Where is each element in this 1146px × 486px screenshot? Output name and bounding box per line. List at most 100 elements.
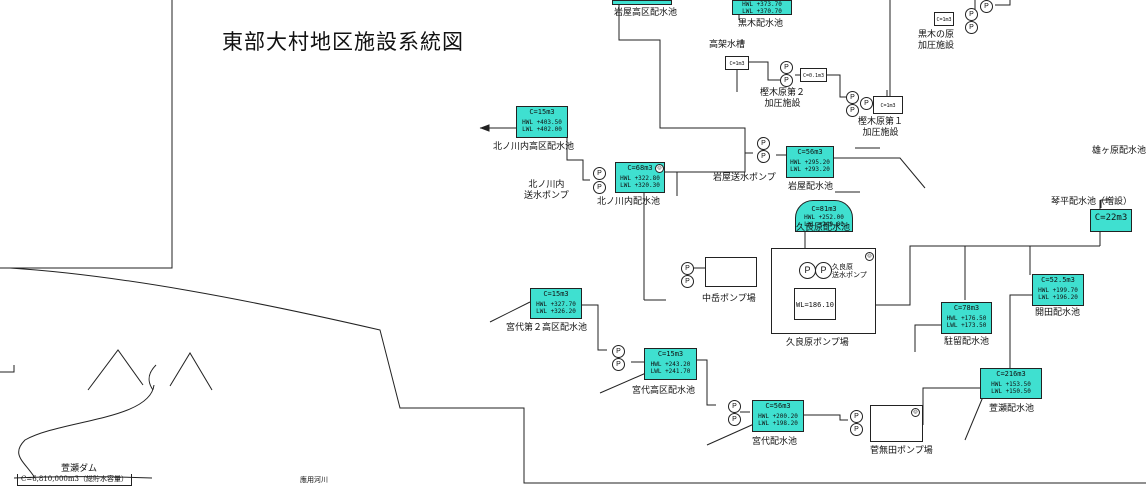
pump-icon: P — [681, 275, 694, 288]
pipe — [922, 387, 980, 425]
iwaya-pump-label: 岩屋送水ポンプ — [713, 173, 776, 183]
pipe — [995, 0, 1011, 6]
pipe — [964, 391, 986, 441]
pump-icon: P — [612, 345, 625, 358]
pump-icon: P — [860, 97, 873, 110]
pipe — [582, 304, 607, 351]
iwaya-high-tank — [612, 0, 672, 5]
pump-icon: P — [593, 167, 606, 180]
dam-label: 萱瀬ダム — [61, 464, 98, 474]
iwaya-hwl: HWL +295.20 — [790, 159, 830, 166]
sugenasheda-label: 菅無田ポンプ場 — [870, 446, 933, 456]
pump-icon: P — [780, 61, 793, 74]
kura-tank: C=81m3 HWL +252.00 LWL +249.00 — [795, 200, 853, 232]
iwaya-tank: C=56m3 HWL +295.20 LWL +293.20 — [786, 146, 834, 178]
kuroki-booster-label: 黒木の原 加圧施設 — [918, 30, 955, 51]
kashinoki2-box: C=0.1m3 — [800, 68, 827, 82]
kuroki-tank: HWL +373.70 LWL +370.70 — [732, 0, 792, 15]
miyashiro-label: 宮代配水池 — [752, 437, 798, 447]
pipe — [697, 359, 716, 406]
pump-icon: P — [780, 74, 793, 87]
kotohira-cap: C=22m3 — [1094, 213, 1128, 223]
kitanokawa-label: 北ノ川内配水池 — [597, 197, 661, 207]
diagram-title: 東部大村地区施設系統図 — [222, 30, 464, 54]
dam-outline — [13, 476, 153, 479]
kaida-tank: C=52.5m3 HWL +199.70 LWL +196.20 — [1032, 274, 1084, 306]
miyashiro-hwl: HWL +200.20 — [758, 413, 798, 420]
kashinoki1-label: 樫木原第１ 加圧施設 — [858, 117, 904, 138]
nakadake-box — [705, 257, 757, 287]
kashinoki1-box: C=1m3 — [873, 96, 903, 114]
elevated-tank-label: 高架水槽 — [709, 40, 746, 50]
pipe — [914, 324, 941, 352]
region-boundary-edge — [0, 365, 15, 373]
kaida-lwl: LWL +196.20 — [1038, 294, 1078, 301]
pipe — [1009, 294, 1033, 370]
iwaya-cap: C=56m3 — [797, 148, 823, 156]
pump-icon: P — [846, 91, 859, 104]
pump-icon: P — [850, 423, 863, 436]
churyu-tank: C=78m3 HWL +176.50 LWL +173.50 — [941, 302, 992, 334]
pump-icon: P — [846, 104, 859, 117]
kitanokawa-hwl: HWL +322.80 — [620, 175, 660, 182]
kaida-cap: C=52.5m3 — [1041, 276, 1075, 284]
dam-capacity: C=6,810,000m3（総貯水容量） — [17, 474, 132, 486]
pump-icon: P — [593, 181, 606, 194]
region-boundary-main — [9, 267, 1146, 484]
iwaya-high-label: 岩屋高区配水池 — [614, 8, 678, 18]
miyashiro-2high-tank: C=15m3 HWL +327.70 LWL +326.20 — [530, 288, 582, 319]
kura-hwl: HWL +252.00 — [804, 214, 844, 221]
iwaya-label: 岩屋配水池 — [788, 182, 834, 192]
kura-station-label: 久良原ポンプ場 — [786, 338, 849, 348]
pipe — [618, 0, 746, 153]
pump-icon: P — [612, 358, 625, 371]
kitanokawa-high-lwl: LWL +402.00 — [522, 126, 562, 133]
kayase-cap: C=216m3 — [996, 370, 1026, 378]
miyashiro-high-tank: C=15m3 HWL +243.20 LWL +241.70 — [644, 348, 697, 380]
valley-curve — [148, 364, 157, 391]
pump-icon: P — [965, 21, 978, 34]
pipe — [804, 414, 848, 421]
kaida-label: 開田配水池 — [1035, 308, 1081, 318]
miyashiro-high-lwl: LWL +241.70 — [650, 368, 691, 375]
kitanokawa-cap: C=68m3 — [627, 164, 653, 172]
miyashiro-2high-cap: C=15m3 — [543, 290, 569, 298]
kitanokawa-high-tank: C=15m3 HWL +403.50 LWL +402.00 — [516, 106, 568, 138]
kayase-tank: C=216m3 HWL +153.50 LWL +150.50 — [980, 368, 1042, 399]
miyashiro-high-label: 宮代高区配水池 — [632, 386, 696, 396]
churyu-label: 駐留配水池 — [944, 337, 990, 347]
pump-icon: P — [815, 262, 832, 279]
iwaya-lwl: LWL +293.20 — [790, 166, 830, 173]
mountain-outline — [169, 352, 213, 391]
pipe — [1100, 199, 1110, 208]
gauge-icon: ◎ — [655, 164, 664, 173]
pump-icon: P — [799, 262, 816, 279]
kayase-lwl: LWL +150.50 — [991, 388, 1031, 395]
pipe — [599, 372, 647, 394]
kotohira-label: 琴平配水池（増設） — [1051, 197, 1133, 207]
kashinoki2-label: 樫木原第２ 加圧施設 — [760, 88, 806, 109]
miyashiro-tank: C=56m3 HWL +200.20 LWL +198.20 — [752, 400, 804, 432]
kitanokawa-high-hwl: HWL +403.50 — [522, 119, 562, 126]
pipe — [566, 137, 590, 181]
miyashiro-high-cap: C=15m3 — [657, 350, 684, 358]
kuroki-booster-box: C=1m3 — [934, 12, 954, 26]
miyashiro-lwl: LWL +198.20 — [758, 420, 798, 427]
river-curve — [18, 384, 155, 479]
kaida-hwl: HWL +199.70 — [1038, 287, 1078, 294]
ogahara-label: 雄ヶ原配水池 — [1092, 146, 1146, 156]
miyashiro-2high-lwl: LWL +326.20 — [536, 308, 576, 315]
miyashiro-high-hwl: HWL +243.20 — [650, 361, 691, 368]
kura-label: 久良原配水池 — [796, 223, 851, 233]
kuroki-hwl: HWL +373.70 — [742, 1, 782, 8]
pump-icon: P — [681, 262, 694, 275]
pipe — [664, 152, 753, 173]
gauge-icon: ◎ — [911, 408, 920, 417]
kotohira-tank: C=22m3 — [1090, 209, 1132, 232]
pump-icon: P — [757, 137, 770, 150]
pump-icon: P — [850, 410, 863, 423]
miyashiro-cap: C=56m3 — [765, 402, 791, 410]
pipe — [887, 0, 891, 99]
miyashiro-2high-label: 宮代第２高区配水池 — [506, 323, 588, 333]
